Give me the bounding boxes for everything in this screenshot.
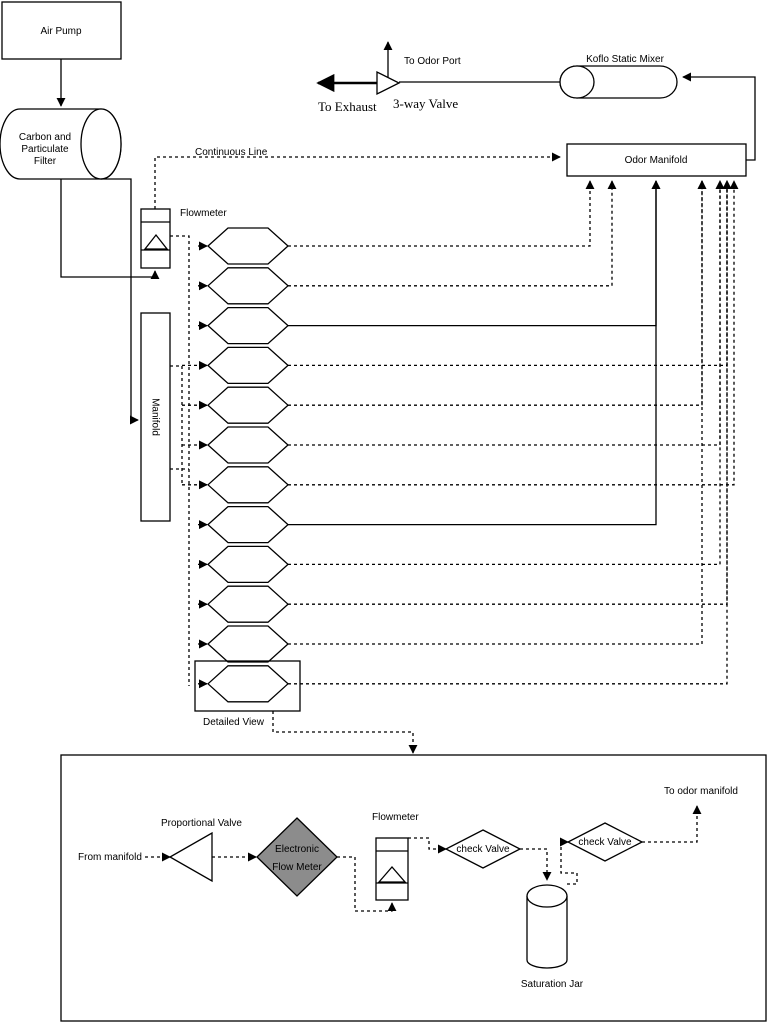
channel-return-line <box>288 180 707 406</box>
check-valve-2-label: check Valve <box>578 837 632 848</box>
three-way-valve-label: 3-way Valve <box>393 96 458 111</box>
channel-valve <box>207 426 289 464</box>
air-pump: Air Pump <box>1 1 122 60</box>
top-flowmeter-label: Flowmeter <box>180 208 227 219</box>
proportional-valve-label: Proportional Valve <box>161 818 242 829</box>
koflo-static-mixer: Koflo Static Mixer <box>559 54 678 99</box>
continuous-line-label: Continuous Line <box>195 147 268 158</box>
feed-bus <box>170 235 190 686</box>
channel-return-line <box>288 180 661 327</box>
channel-valve <box>207 466 289 504</box>
channel-return-line <box>288 180 732 367</box>
channel-return-line <box>288 180 707 645</box>
electronic-flow-meter-label-1: Electronic <box>275 844 319 855</box>
detail-flowmeter-label: Flowmeter <box>372 812 419 823</box>
channel-valve <box>207 585 289 623</box>
channel-return-line <box>288 180 732 685</box>
filter-to-manifold-line <box>101 178 139 425</box>
manifold: Manifold <box>140 312 171 522</box>
detail-flowmeter: Flowmeter <box>372 812 419 901</box>
channel-valve <box>207 625 289 663</box>
odor-manifold: Odor Manifold <box>566 143 747 177</box>
check-valve-1 <box>444 829 522 869</box>
to-odor-manifold-label: To odor manifold <box>664 786 738 797</box>
channel-return-line <box>288 180 732 605</box>
saturation-jar: Saturation Jar <box>521 884 584 990</box>
filter-label-2: Particulate <box>21 144 69 155</box>
check-valve-2 <box>566 822 644 862</box>
channel-return-line <box>288 180 661 526</box>
channel-return-line <box>288 180 739 486</box>
detailed-view-label: Detailed View <box>203 717 265 728</box>
filter-label-3: Filter <box>34 156 57 167</box>
to-odor-port-label: To Odor Port <box>404 56 461 67</box>
channel-valve <box>207 227 289 265</box>
air-pump-label: Air Pump <box>40 26 82 37</box>
manifold-feed-bus <box>170 365 183 485</box>
detailed-view-arrow <box>272 711 418 754</box>
continuous-line <box>154 152 561 209</box>
channel-return-line <box>288 180 595 247</box>
channel-valve <box>207 267 289 305</box>
detail-panel: From manifold Proportional Valve Electro… <box>60 754 767 1022</box>
check-valve-1-label: check Valve <box>456 844 510 855</box>
channel-valve <box>207 306 289 345</box>
carbon-particulate-filter: Carbon and Particulate Filter <box>0 108 122 180</box>
to-exhaust-label: To Exhaust <box>318 99 377 114</box>
channel-valve <box>207 505 289 544</box>
odor-manifold-to-mixer-line <box>682 72 756 161</box>
channel-valve <box>207 545 289 584</box>
top-flowmeter: Flowmeter <box>140 208 227 269</box>
channel-valve <box>207 346 289 385</box>
saturation-jar-label: Saturation Jar <box>521 979 584 990</box>
odor-manifold-label: Odor Manifold <box>625 155 688 166</box>
channel-return-line <box>288 180 725 566</box>
electronic-flow-meter <box>256 817 338 897</box>
channel-return-line <box>288 180 617 287</box>
filter-to-flowmeter-line <box>60 179 160 280</box>
detailed-view-callout: Detailed View <box>194 660 418 754</box>
channel-valves <box>170 180 739 703</box>
channel-valve <box>207 386 289 424</box>
koflo-mixer-label: Koflo Static Mixer <box>586 54 664 65</box>
from-manifold-label: From manifold <box>78 852 142 863</box>
three-way-valve: To Odor Port To Exhaust 3-way Valve <box>316 41 461 114</box>
channel-valve <box>207 665 289 703</box>
filter-label-1: Carbon and <box>19 132 71 143</box>
electronic-flow-meter-label-2: Flow Meter <box>272 862 322 873</box>
manifold-label: Manifold <box>149 398 160 436</box>
